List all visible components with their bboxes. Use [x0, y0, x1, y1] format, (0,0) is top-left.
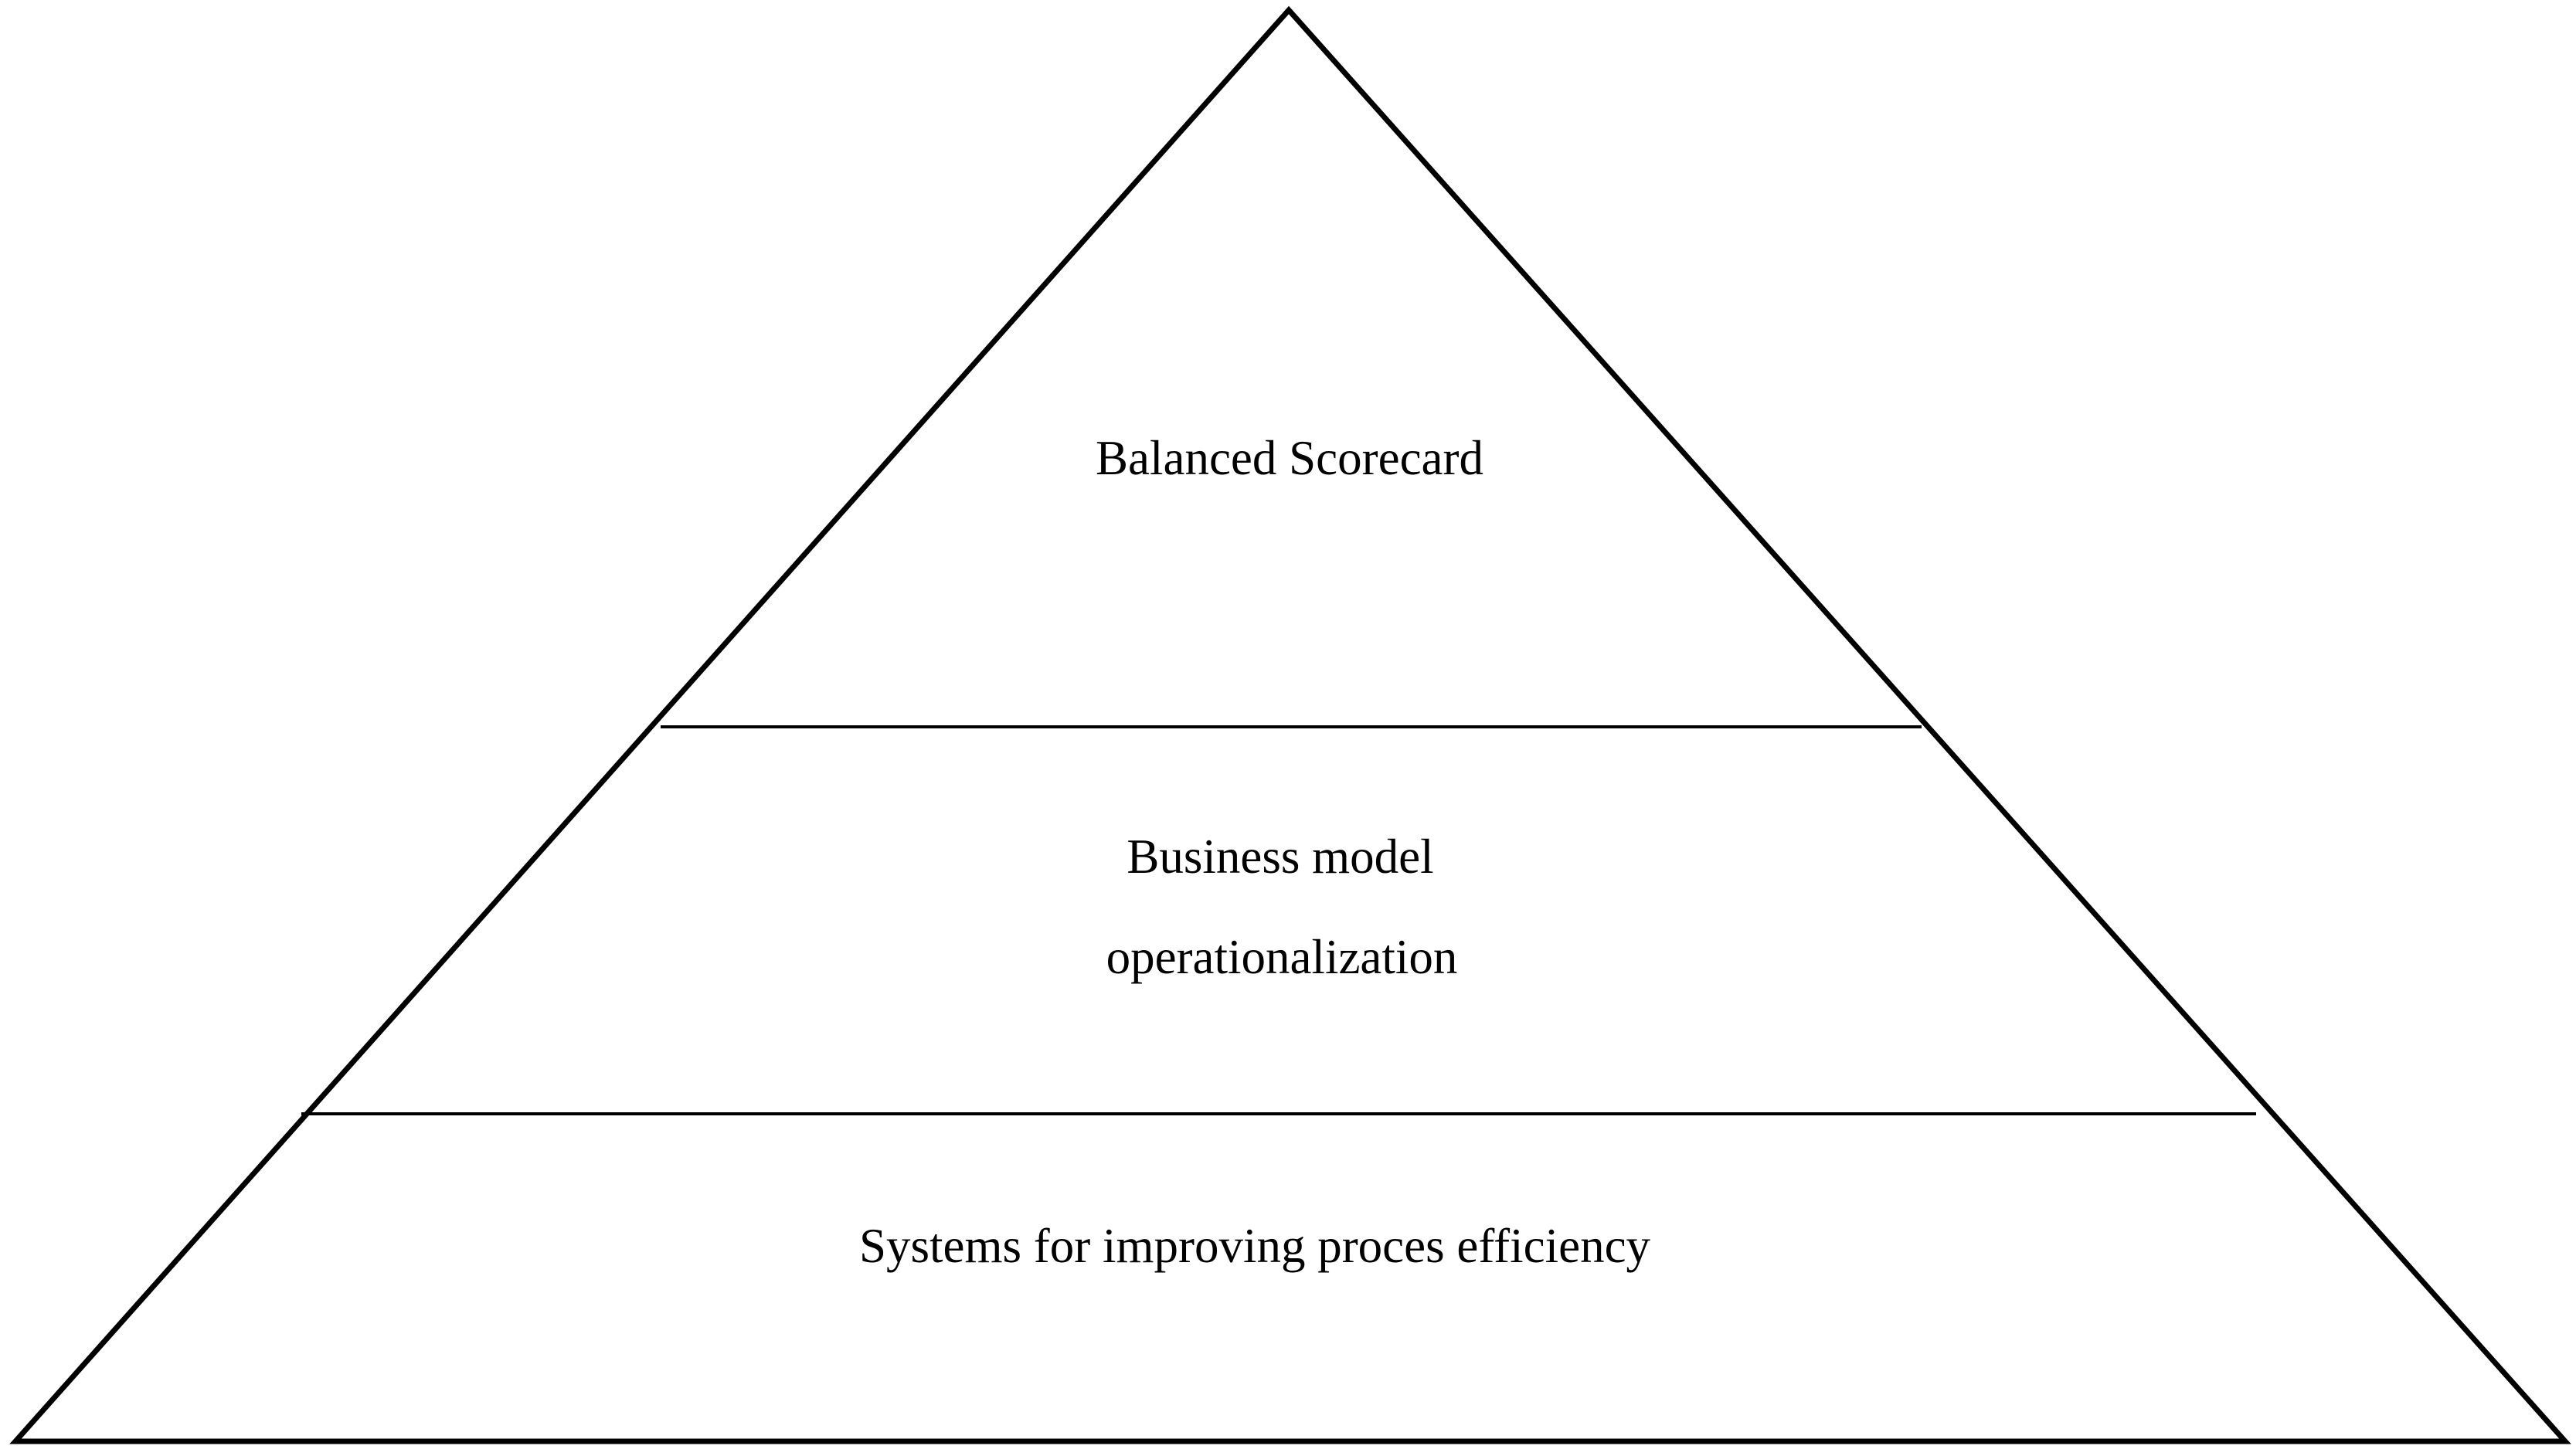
tier-label-bottom: Systems for improving proces efficiency [858, 1219, 1651, 1273]
tier-label-middle-line-1: Business model [1127, 830, 1434, 884]
tier-label-middle-line-2: operationalization [1106, 930, 1458, 984]
tier-label-top: Balanced Scorecard [1096, 431, 1483, 485]
